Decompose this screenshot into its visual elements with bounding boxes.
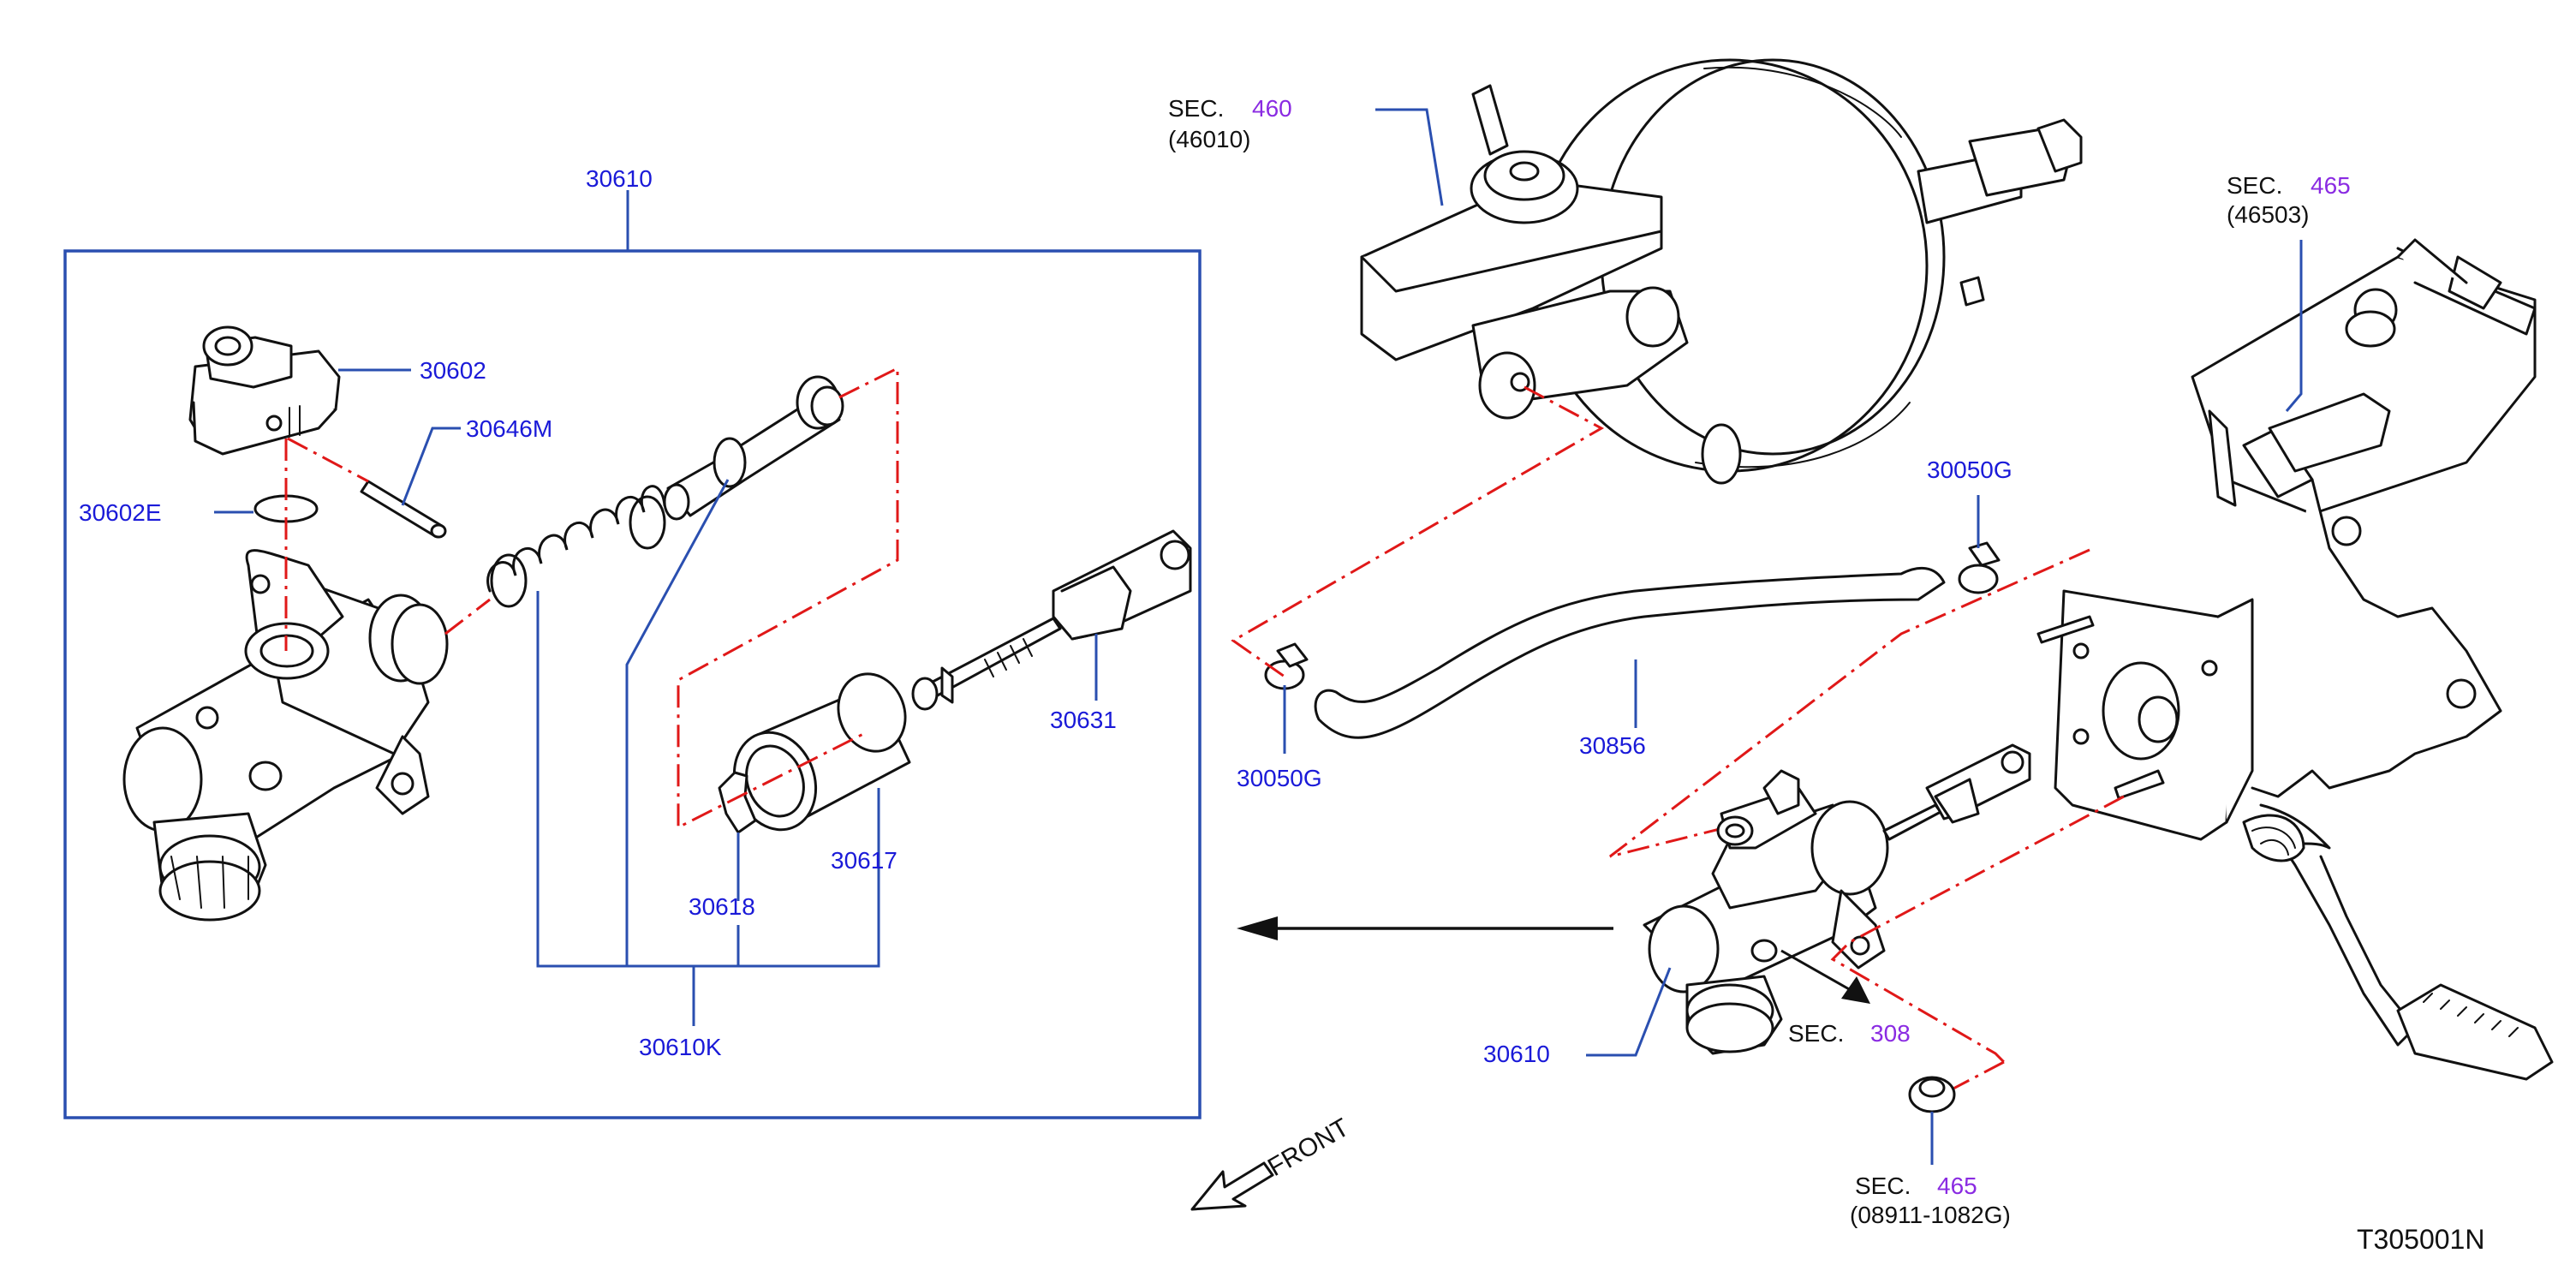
pin-30646M — [360, 480, 447, 539]
nut-sec465 — [1908, 1076, 1956, 1113]
label-30050G-left: 30050G — [1237, 765, 1322, 791]
sec460-ref: (46010) — [1168, 126, 1251, 152]
sec465-bottom-ref: (08911-1082G) — [1850, 1202, 2011, 1228]
label-30610-right: 30610 — [1483, 1041, 1550, 1067]
arrow-sec308-line — [1780, 949, 1857, 995]
sec308-prefix: SEC. — [1788, 1020, 1844, 1047]
phantom-line-pin — [287, 437, 369, 483]
arrow-sec308-head — [1841, 976, 1870, 1004]
label-30856: 30856 — [1579, 732, 1646, 759]
sec465-top-number: 465 — [2311, 172, 2351, 199]
phantom-line-cylinder-pedal — [1830, 795, 2125, 1064]
label-30610-top: 30610 — [586, 165, 653, 192]
phantom-line-spring — [444, 598, 491, 636]
phantom-line-reservoir-hose — [1231, 385, 1605, 678]
master-cylinder-body-detail — [122, 549, 449, 922]
snap-ring-30618 — [718, 771, 757, 834]
phantom-line-hose-cylinder — [1609, 548, 2090, 858]
leader-30610K-piston — [625, 479, 730, 966]
sec465-top-prefix: SEC. — [2227, 172, 2282, 199]
sec308-number: 308 — [1870, 1020, 1911, 1047]
phantom-line-nut — [1935, 1060, 2005, 1100]
hose-clamp-right — [1958, 541, 2001, 594]
label-30631: 30631 — [1050, 707, 1117, 733]
sec465-bottom-prefix: SEC. — [1855, 1173, 1911, 1199]
leader-sec460 — [1375, 108, 1444, 206]
leader-30610-right — [1586, 967, 1672, 1057]
return-spring — [486, 485, 666, 608]
dust-boot-30617 — [732, 672, 911, 832]
label-30610K: 30610K — [639, 1034, 722, 1060]
sec460-prefix: SEC. — [1168, 95, 1224, 122]
front-label: FRONT — [1263, 1113, 1354, 1182]
label-30618: 30618 — [689, 893, 755, 920]
diagram-code: T305001N — [2357, 1224, 2484, 1255]
leader-sec465-top — [2285, 240, 2303, 412]
leader-30610K-bracket — [536, 591, 880, 968]
label-30602: 30602 — [420, 357, 486, 384]
leader-30646M — [401, 427, 461, 506]
assembly-arrow-head — [1237, 916, 1278, 940]
clutch-pedal-assembly — [2036, 238, 2554, 1081]
assembly-detail-box — [63, 249, 1202, 1119]
front-arrow-icon — [1190, 1161, 1274, 1211]
label-30646M: 30646M — [466, 415, 552, 442]
label-30050G-right: 30050G — [1927, 456, 2012, 483]
brake-fluid-reservoir — [1360, 150, 1689, 420]
master-cylinder-installed — [1643, 743, 2031, 1055]
push-rod-30631 — [911, 529, 1192, 711]
sec460-number: 460 — [1252, 95, 1292, 122]
sec465-top-ref: (46503) — [2227, 201, 2310, 228]
piston — [663, 375, 844, 521]
phantom-line-piston — [677, 366, 899, 830]
sec465-bottom-number: 465 — [1937, 1173, 1977, 1199]
label-30617: 30617 — [831, 847, 897, 874]
hose-30856 — [1314, 566, 1946, 739]
label-30602E: 30602E — [79, 499, 162, 526]
hose-clamp-left — [1264, 642, 1309, 690]
reservoir-cap-30602 — [188, 325, 341, 456]
